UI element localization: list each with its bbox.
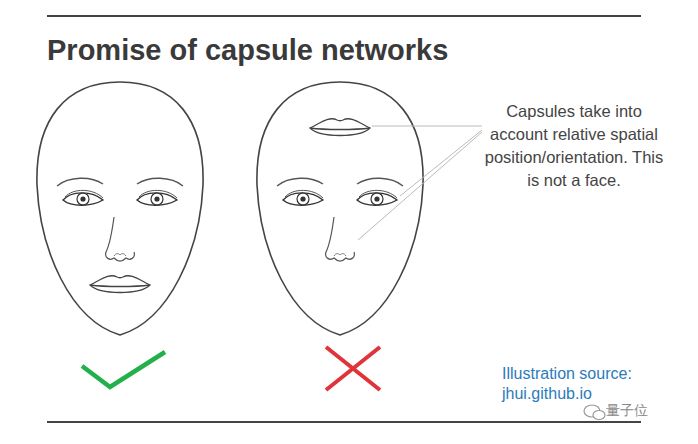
callout-note: Capsules take into account relative spat…	[484, 100, 664, 192]
source-note: Illustration source: jhui.github.io	[502, 364, 662, 404]
watermark: 量子位	[606, 402, 648, 420]
title: Promise of capsule networks	[47, 34, 448, 67]
